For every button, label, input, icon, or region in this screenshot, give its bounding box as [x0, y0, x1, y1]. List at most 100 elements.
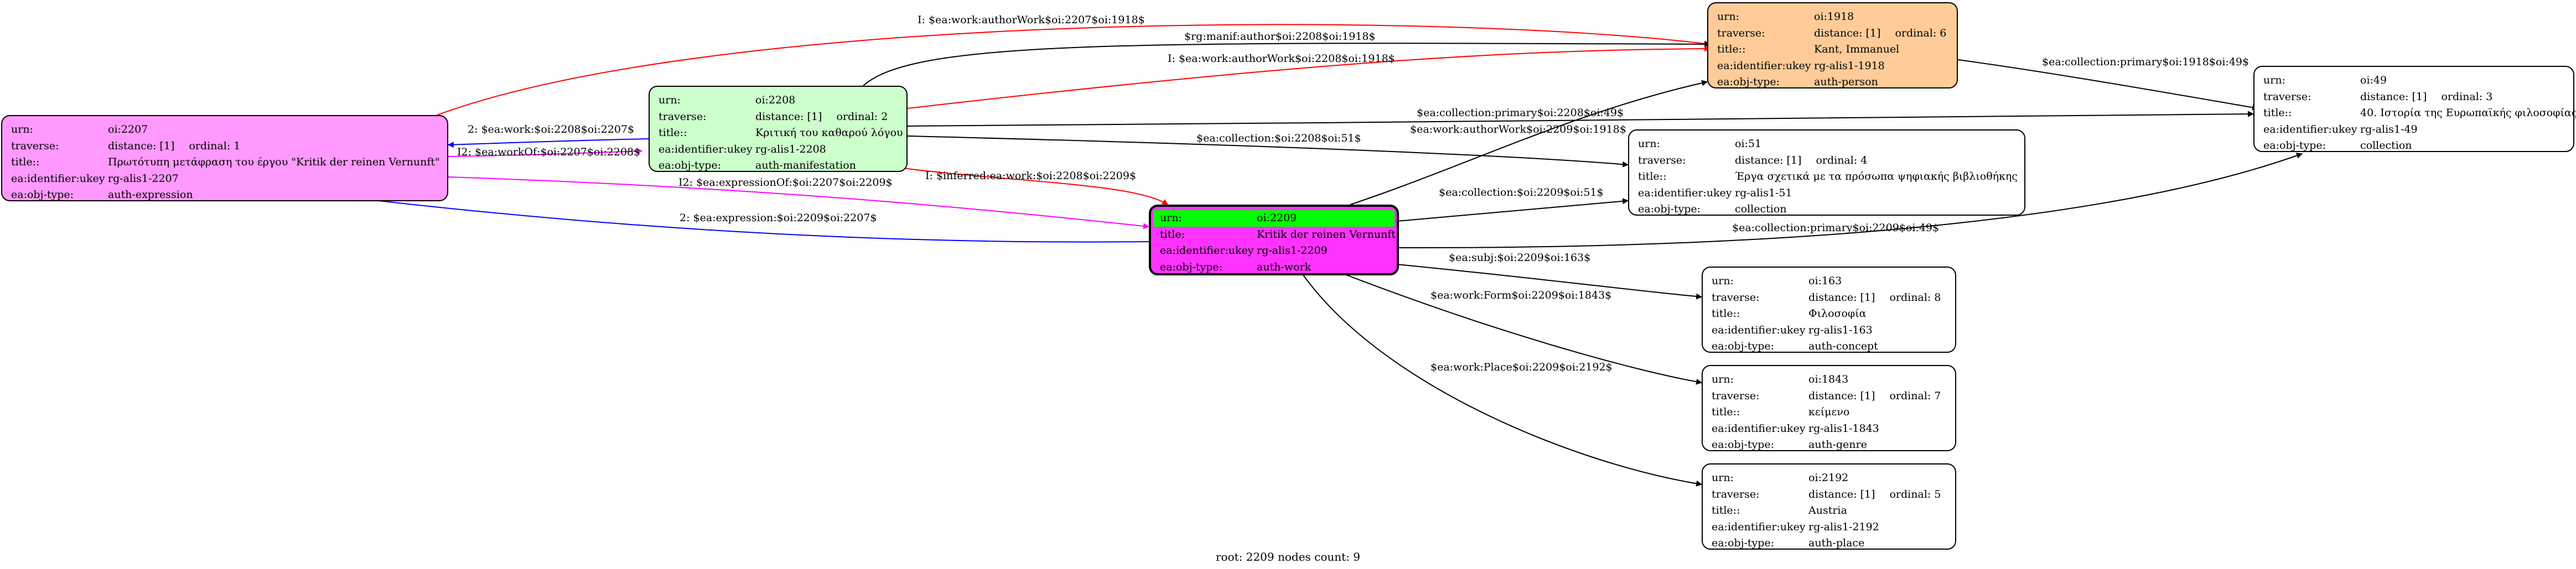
node-field-key: traverse:	[2263, 90, 2311, 103]
node-field-key: ea:obj-type:	[659, 159, 722, 171]
node-distance: distance: [1]	[108, 139, 175, 152]
node-ordinal: ordinal: 4	[1816, 154, 1868, 166]
node-ukey: rg-alis1-2208	[755, 143, 826, 155]
node-title: κείμενο	[1808, 406, 1850, 418]
node-field-key: title::	[1638, 170, 1667, 182]
node-field-key: title::	[1717, 43, 1746, 55]
node-distance: distance: [1]	[2360, 90, 2427, 103]
node-field-key: traverse:	[1712, 291, 1760, 304]
node-oi-51[interactable]: urn:oi:51 traverse:distance: [1]ordinal:…	[1628, 129, 2025, 216]
node-title: Φιλοσοφία	[1808, 307, 1867, 320]
node-ordinal: ordinal: 1	[189, 139, 241, 152]
node-ukey: rg-alis1-163	[1808, 323, 1873, 336]
edge-e10	[448, 176, 1150, 229]
node-title: Austria	[1808, 504, 1847, 516]
node-field-key: urn:	[1717, 11, 1739, 23]
node-field-key: ea:identifier:ukey	[1717, 59, 1811, 72]
node-obj-type: auth-expression	[108, 189, 193, 201]
node-title: Kritik der reinen Vernunft	[1257, 228, 1396, 241]
node-ordinal: ordinal: 7	[1889, 389, 1941, 402]
edge-e4	[1957, 59, 2259, 111]
node-urn: oi:2208	[755, 94, 796, 106]
edge-label-e15: $ea:subj:$oi:2209$oi:163$	[1449, 252, 1590, 264]
edge-e12	[1350, 80, 1708, 205]
node-oi-2208[interactable]: urn:oi:2208 traverse:distance: [1]ordina…	[649, 86, 908, 172]
node-obj-type: collection	[1735, 203, 1787, 215]
node-field-key: urn:	[659, 94, 681, 106]
node-field-key: traverse:	[659, 110, 707, 123]
node-field-key: urn:	[1712, 275, 1734, 287]
edge-e13	[1396, 198, 1629, 222]
node-field-key: urn:	[2263, 74, 2285, 86]
node-field-key: ea:obj-type:	[1160, 260, 1223, 273]
node-field-key: traverse:	[1717, 27, 1765, 39]
node-title: Έργα σχετικά με τα πρόσωπα ψηφιακής βιβλ…	[1735, 170, 2018, 182]
node-oi-2207[interactable]: urn:oi:2207 traverse:distance: [1]ordina…	[1, 115, 448, 201]
node-field-key: title::	[2263, 107, 2292, 119]
node-urn: oi:2209	[1257, 212, 1297, 224]
node-field-key: title::	[11, 156, 40, 168]
node-field-key: title::	[1712, 307, 1740, 320]
node-field-key: ea:identifier:ukey	[11, 172, 105, 185]
node-ordinal: ordinal: 3	[2441, 90, 2493, 103]
node-field-key: traverse:	[1712, 389, 1760, 402]
node-title: Πρωτότυπη μετάφραση του έργου "Kritik de…	[108, 156, 440, 168]
node-field-key: traverse:	[11, 139, 59, 152]
node-oi-163[interactable]: urn:oi:163 traverse:distance: [1]ordinal…	[1702, 267, 1956, 353]
node-obj-type: auth-genre	[1808, 439, 1867, 451]
node-obj-type: auth-manifestation	[755, 159, 856, 171]
edge-e6	[448, 148, 643, 157]
node-ukey: rg-alis1-2209	[1257, 244, 1328, 257]
edge-e3	[907, 45, 1711, 109]
node-field-key: ea:identifier:ukey	[1712, 323, 1806, 336]
node-oi-49[interactable]: urn: oi:49 traverse: distance: [1] ordinal:…	[2253, 66, 2576, 152]
node-obj-type: auth-person	[1814, 76, 1878, 88]
node-field-key: ea:identifier:ukey	[1160, 244, 1254, 257]
node-urn: oi:163	[1808, 275, 1842, 287]
node-oi-1918[interactable]: urn:oi:1918 traverse:distance: [1]ordina…	[1707, 2, 1958, 88]
edge-e9	[885, 165, 1168, 205]
node-ukey: rg-alis1-49	[2360, 123, 2418, 135]
node-ordinal: ordinal: 5	[1889, 488, 1941, 500]
edge-label-e3: I: $ea:work:authorWork$oi:2208$oi:1918$	[1168, 53, 1395, 65]
node-urn: oi:49	[2360, 74, 2387, 86]
node-field-key: urn:	[1160, 212, 1182, 224]
node-field-key: urn:	[1712, 373, 1734, 385]
node-field-key: title::	[1712, 504, 1740, 516]
node-field-key: ea:obj-type:	[1712, 340, 1775, 352]
node-urn: oi:1843	[1808, 373, 1849, 385]
node-field-key: title:	[1160, 228, 1185, 241]
edge-label-e14: $ea:collection:primary$oi:2209$oi:49$	[1732, 222, 1939, 234]
node-urn: oi:51	[1735, 138, 1762, 150]
node-field-key: ea:identifier:ukey	[2263, 123, 2357, 135]
node-field-key: urn:	[1712, 472, 1734, 484]
node-oi-2209-root[interactable]: urn: oi:2209 title: Kritik der reinen Vern…	[1149, 205, 1399, 275]
node-obj-type: auth-place	[1808, 537, 1865, 549]
node-field-key: traverse:	[1712, 488, 1760, 500]
node-distance: distance: [1]	[1735, 154, 1802, 166]
node-ordinal: ordinal: 2	[836, 110, 888, 123]
edge-e1	[437, 24, 1711, 116]
node-field-key: title::	[659, 127, 687, 139]
node-obj-type: collection	[2360, 139, 2412, 152]
node-urn: oi:2207	[108, 123, 148, 135]
node-urn: oi:2192	[1808, 472, 1849, 484]
node-oi-2192[interactable]: urn: oi:2192 traverse: distance: [1] ordina…	[1702, 463, 1956, 550]
node-urn: oi:1918	[1814, 11, 1854, 23]
node-field-key: ea:obj-type:	[1712, 439, 1775, 451]
edge-label-e5: 2: $ea:work:$oi:2208$oi:2207$	[468, 123, 634, 135]
edge-label-e9: I: $inferred:ea:work:$oi:2208$oi:2209$	[925, 170, 1136, 182]
node-oi-1843[interactable]: urn: oi:1843 traverse: distance: [1] ordina…	[1702, 365, 1956, 451]
edge-label-e4: $ea:collection:primary$oi:1918$oi:49$	[2042, 56, 2249, 68]
edge-e2	[863, 41, 1711, 86]
edge-e11	[353, 195, 1149, 243]
node-obj-type: auth-work	[1257, 260, 1312, 273]
node-field-key: ea:identifier:ukey	[1638, 186, 1732, 199]
node-distance: distance: [1]	[1808, 389, 1875, 402]
node-distance: distance: [1]	[1808, 488, 1875, 500]
edge-e14	[1396, 153, 2303, 249]
edge-e15	[1396, 264, 1703, 300]
node-field-key: urn:	[1638, 138, 1660, 150]
node-distance: distance: [1]	[1808, 291, 1875, 304]
